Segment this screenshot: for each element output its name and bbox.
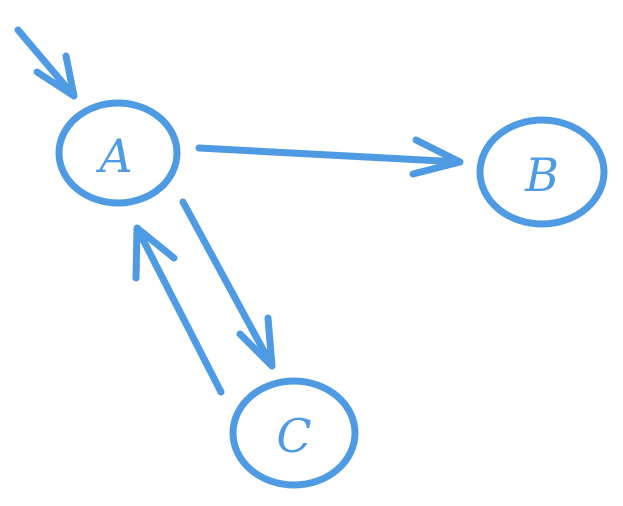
edge-c-to-a [132,224,225,396]
node-b: B [476,116,608,228]
node-c: C [229,377,359,489]
node-a-label: A [95,129,132,183]
initial-arrow-to-a [14,26,78,100]
edge-a-to-b [195,136,464,178]
node-b-label: B [524,148,559,202]
node-a: A [55,99,181,207]
node-c-label: C [276,409,311,463]
edge-a-to-c [179,198,276,370]
